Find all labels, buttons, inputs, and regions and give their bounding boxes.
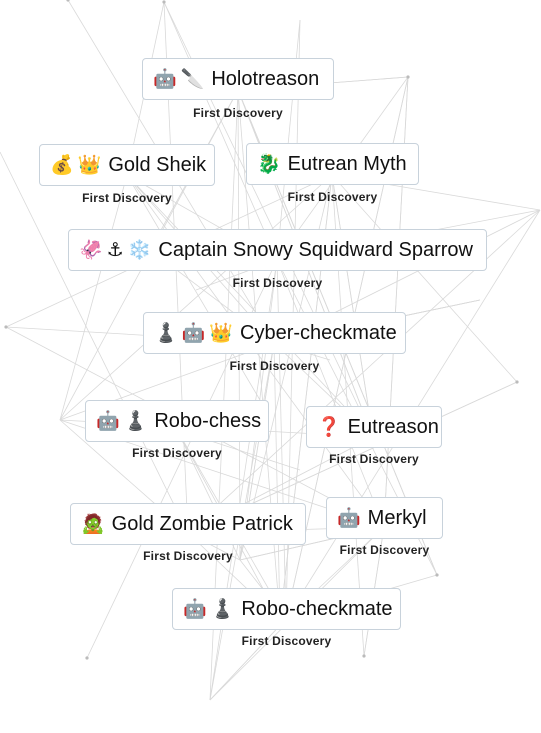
crown-icon: 👑 [209,321,234,344]
connection-line [59,174,128,421]
first-discovery-label: First Discovery [232,276,323,290]
connection-node-dot [162,0,166,4]
first-discovery-label: First Discovery [82,191,172,205]
element-chip[interactable]: 🧟 Gold Zombie Patrick [70,503,306,545]
squid-icon: 🦑 [79,238,103,261]
element-label: Gold Sheik [108,153,207,176]
element-label: Cyber-checkmate [240,321,397,344]
question-mark-icon: ❓ [317,415,341,438]
first-discovery-label: First Discovery [339,543,430,557]
element-gold-zombie-patrick[interactable]: 🧟 Gold Zombie Patrick First Discovery [70,503,306,567]
element-label: Eutreason [347,415,439,438]
first-discovery-label: First Discovery [132,446,222,460]
element-robo-checkmate[interactable]: 🤖 ♟️ Robo-checkmate First Discovery [172,588,401,652]
connection-node-dot [362,654,366,658]
snowflake-icon: ❄️ [127,238,152,261]
element-label: Merkyl [367,506,427,529]
element-chip[interactable]: 💰 👑 Gold Sheik [39,144,215,186]
element-chip[interactable]: 🤖 ♟️ Robo-chess [85,400,269,442]
element-label: Captain Snowy Squidward Sparrow [158,238,473,261]
element-chip[interactable]: 🤖 🔪 Holotreason [142,58,334,100]
connection-line [126,174,261,401]
connection-line [276,259,385,528]
connection-line [126,174,374,438]
element-label: Holotreason [211,67,320,90]
connection-node-dot [515,380,519,384]
connection-line [273,342,281,621]
anchor-icon: ⚓ [106,238,124,261]
element-chip[interactable]: 🤖 ♟️ Robo-checkmate [172,588,401,630]
first-discovery-label: First Discovery [241,634,332,648]
element-chip[interactable]: 🤖 Merkyl [326,497,443,539]
connection-node-dot [406,75,410,79]
money-bag-icon: 💰 [50,153,74,176]
element-captain-snowy-squidward-sparrow[interactable]: 🦑 ⚓ ❄️ Captain Snowy Squidward Sparrow F… [68,229,487,293]
zombie-icon: 🧟 [81,512,105,535]
connection-line [276,19,301,261]
element-eutreason[interactable]: ❓ Eutreason First Discovery [306,406,442,470]
element-cyber-checkmate[interactable]: ♟️ 🤖 👑 Cyber-checkmate First Discovery [143,312,406,376]
connection-line [331,174,518,383]
element-gold-sheik[interactable]: 💰 👑 Gold Sheik First Discovery [39,144,215,208]
connection-line [0,151,189,534]
connection-node-dot [85,656,89,660]
element-chip[interactable]: ♟️ 🤖 👑 Cyber-checkmate [143,312,406,354]
element-chip[interactable]: 🐉 Eutrean Myth [246,143,419,185]
element-label: Robo-checkmate [241,597,393,620]
crown-icon: 👑 [77,153,102,176]
element-eutrean-myth[interactable]: 🐉 Eutrean Myth First Discovery [246,143,419,207]
robot-icon: 🤖 [181,321,206,344]
first-discovery-label: First Discovery [143,549,233,563]
robot-icon: 🤖 [153,67,177,90]
element-label: Gold Zombie Patrick [111,512,293,535]
element-robo-chess[interactable]: 🤖 ♟️ Robo-chess First Discovery [85,400,269,464]
element-label: Eutrean Myth [287,152,407,175]
first-discovery-label: First Discovery [229,359,320,373]
chess-pawn-icon: ♟️ [210,597,235,620]
element-chip[interactable]: ❓ Eutreason [306,406,442,448]
dragon-icon: 🐉 [257,152,281,175]
connection-line [209,618,287,701]
connection-line [331,174,374,438]
first-discovery-label: First Discovery [329,452,419,466]
element-chip[interactable]: 🦑 ⚓ ❄️ Captain Snowy Squidward Sparrow [68,229,487,271]
element-label: Robo-chess [154,409,262,432]
connection-node-dot [435,573,439,577]
chess-pawn-icon: ♟️ [154,321,178,344]
robot-icon: 🤖 [96,409,120,432]
element-merkyl[interactable]: 🤖 Merkyl First Discovery [326,497,443,561]
first-discovery-label: First Discovery [287,190,378,204]
first-discovery-label: First Discovery [193,106,283,120]
robot-icon: 🤖 [337,506,361,529]
connection-node-dot [4,325,8,329]
connection-node-dot [66,0,70,2]
connection-line [163,1,278,261]
robot-icon: 🤖 [183,597,207,620]
chess-pawn-icon: ♟️ [123,409,148,432]
knife-icon: 🔪 [180,67,205,90]
element-holotreason[interactable]: 🤖 🔪 Holotreason First Discovery [142,58,334,122]
